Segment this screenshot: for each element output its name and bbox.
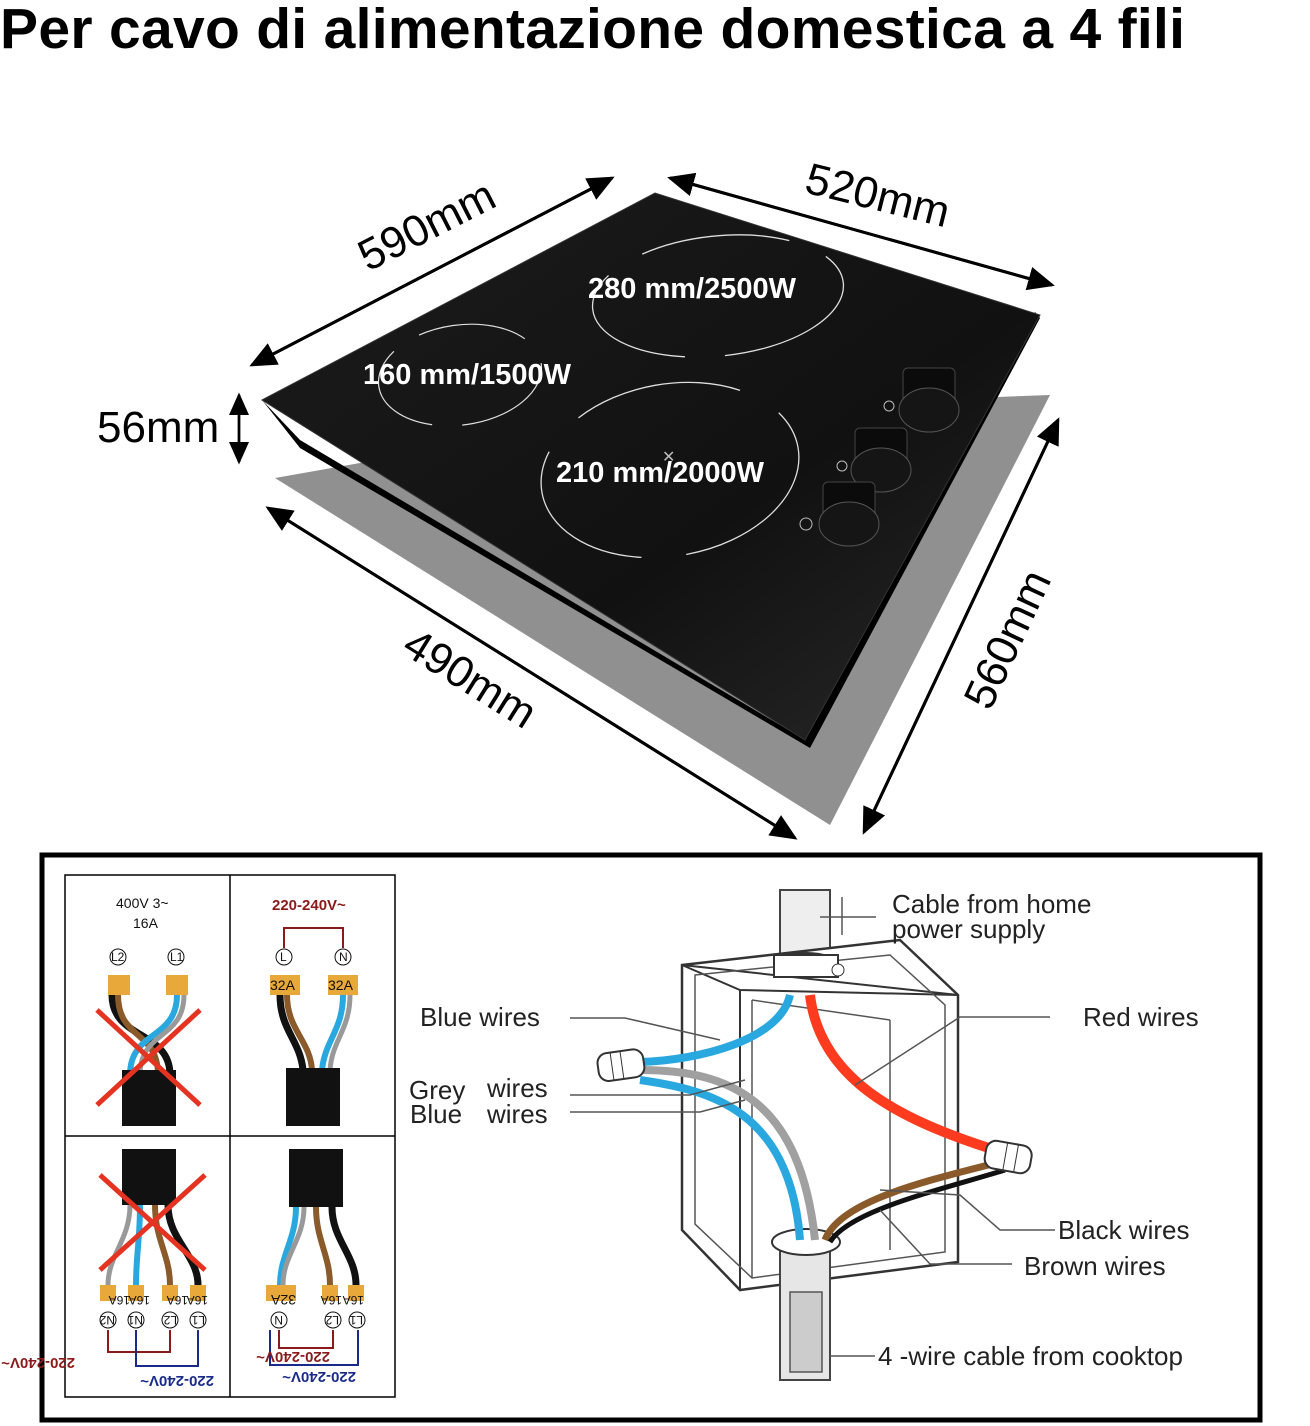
svg-text:✕: ✕ <box>662 447 675 466</box>
panel-a-terminal-l1: L1 <box>170 950 184 964</box>
zone-ring-160 <box>377 323 543 427</box>
panel-d-fuse-16a-2: 16A <box>321 1293 342 1307</box>
label-red-wires: Red wires <box>1083 1002 1199 1032</box>
panel-c-terminal-l1: L1 <box>191 1313 205 1327</box>
dim-label-560: 560mm <box>955 563 1061 717</box>
panel-c-terminal-n2: N2 <box>99 1313 115 1327</box>
label-blue-wires-2: wires <box>486 1099 548 1129</box>
panel-a-terminal-l2: L2 <box>111 950 125 964</box>
panel-d-voltage-red: 220-240V~ <box>256 1348 330 1365</box>
panel-a-voltage: 400V 3~ <box>116 895 169 911</box>
panel-a-current: 16A <box>133 915 159 931</box>
dim-arrow-520-b <box>667 172 1053 287</box>
label-black-wires: Black wires <box>1058 1215 1189 1245</box>
label-grey: Grey <box>409 1075 465 1105</box>
label-blue-2: Blue <box>410 1099 462 1129</box>
panel-d-terminal-l1: L1 <box>349 1313 363 1327</box>
label-cable-cooktop: 4 -wire cable from cooktop <box>878 1341 1183 1371</box>
dim-arrow-560-b <box>862 417 1060 833</box>
panel-d-terminal-l2: L2 <box>325 1313 339 1327</box>
panel-c-fuse-3: 16A <box>129 1293 150 1307</box>
panel-c-fuse-2: 16A <box>167 1293 188 1307</box>
label-brown-wires: Brown wires <box>1024 1251 1166 1281</box>
panel-c-terminal-n1: N1 <box>127 1313 143 1327</box>
panel-c-fuse-4: 16A <box>109 1293 130 1307</box>
dim-label-56: 56mm <box>97 403 219 452</box>
panel-b-voltage: 220-240V~ <box>272 897 346 914</box>
panel-b-fuse-2: 32A <box>328 977 354 993</box>
glass-top <box>260 192 1041 741</box>
panel-400v-crossed: 400V 3~ 16A L2 L1 <box>95 895 202 1126</box>
panel-d-fuse-32a: 32A <box>270 1292 296 1308</box>
panel-b-fuse-1: 32A <box>270 977 296 993</box>
panel-c-voltage-red: 220-240V~ <box>1 1354 75 1371</box>
panel-three-wire-correct: 32A 16A 16A N L2 L1 220-240V~ 220-240V~ <box>256 1149 366 1385</box>
page-title: Per cavo di alimentazione domestica a 4 … <box>0 0 1186 61</box>
zone-label-160: 160 mm/1500W <box>363 359 572 391</box>
panel-d-voltage-blue: 220-240V~ <box>282 1368 356 1385</box>
label-grey-wires: wires <box>486 1073 548 1103</box>
dim-label-490: 490mm <box>395 619 545 738</box>
panel-dual-phase-crossed: 16A 16A 16A 16A N2 N1 L2 L1 220-240V~ 22… <box>1 1149 214 1389</box>
label-power-supply: power supply <box>892 914 1045 944</box>
zone-label-280: 280 mm/2500W <box>588 273 797 305</box>
zone-ring-210 <box>540 381 800 559</box>
cooktop-illustration: ✕ 280 mm/2500W 160 mm/1500W 210 mm/2000W <box>260 192 1050 825</box>
panel-d-terminal-n: N <box>274 1313 283 1327</box>
zone-ring-280 <box>591 234 845 358</box>
panel-d-fuse-16a-1: 16A <box>343 1293 364 1307</box>
label-cable-home: Cable from home <box>892 889 1091 919</box>
junction-box-illustration: Cable from home power supply Blue wires … <box>409 889 1199 1381</box>
panel-c-voltage-blue: 220-240V~ <box>140 1372 214 1389</box>
dim-arrow-590-b <box>251 176 615 367</box>
control-knobs <box>799 367 960 547</box>
zone-label-210: 210 mm/2000W <box>556 457 765 489</box>
label-blue-wires: Blue wires <box>420 1002 540 1032</box>
dim-label-520: 520mm <box>801 154 955 237</box>
dimension-lines <box>229 172 1060 840</box>
panel-c-terminal-l2: L2 <box>163 1313 177 1327</box>
panel-b-terminal-l: L <box>280 950 287 964</box>
panel-220v-single: 220-240V~ L N 32A 32A <box>270 897 358 1126</box>
dim-label-590: 590mm <box>350 171 503 281</box>
dim-arrow-490-b <box>265 506 796 840</box>
panel-b-terminal-n: N <box>339 950 348 964</box>
panel-c-fuse-1: 16A <box>187 1293 208 1307</box>
